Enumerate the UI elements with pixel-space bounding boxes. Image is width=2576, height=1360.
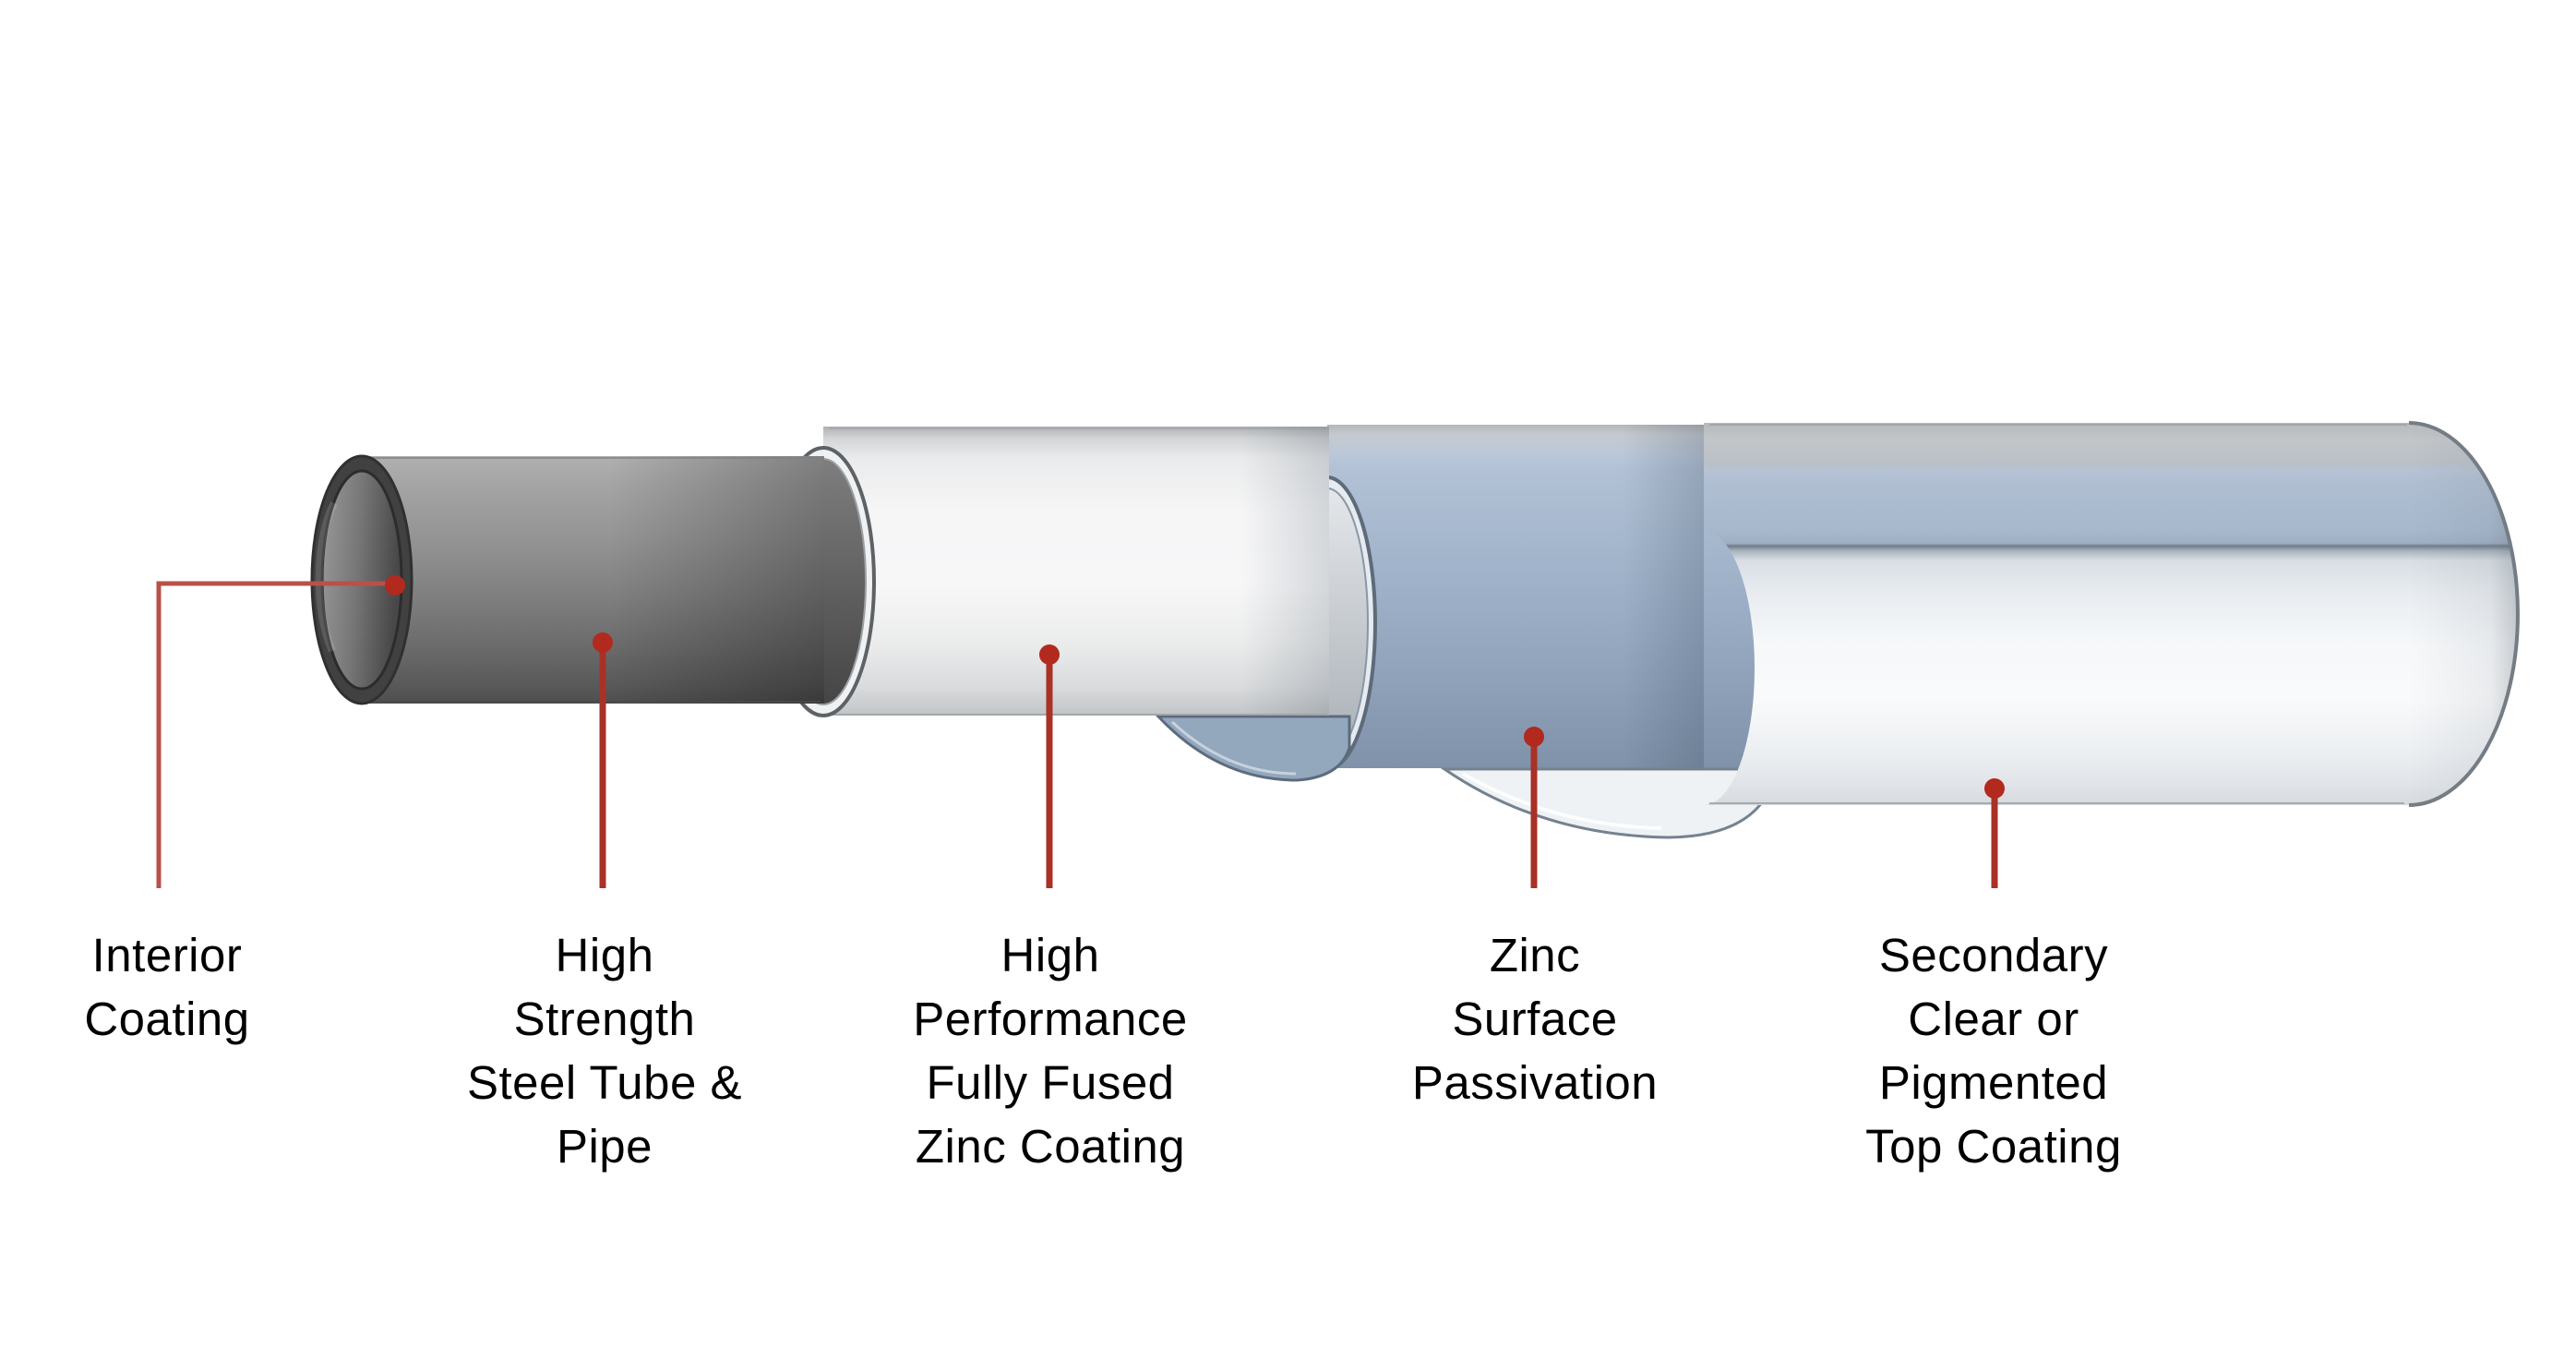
- leader-dot: [1984, 778, 2005, 799]
- passivation-inner-trough: [1155, 715, 1351, 782]
- leader-zinc-passivation: [1524, 727, 1544, 888]
- label-zinc-passivation: Zinc Surface Passivation: [1411, 929, 1659, 1109]
- label-interior-coating: Interior Coating: [84, 929, 250, 1045]
- top-coating-inner-trough-highlight: [1462, 772, 1662, 830]
- leader-interior-coating: [156, 575, 405, 888]
- label-steel-tube: High Strength Steel Tube & Pipe: [466, 929, 743, 1173]
- label-top-coating: Secondary Clear or Pigmented Top Coating: [1865, 929, 2122, 1173]
- top-coating-inner-trough: [1440, 767, 1767, 839]
- leader-dot: [1524, 727, 1544, 747]
- leader-dot: [1039, 644, 1060, 665]
- leader-zinc-coating: [1039, 644, 1060, 888]
- passivation-inner-trough-highlight: [1170, 720, 1297, 776]
- leader-line: [156, 581, 391, 888]
- leader-dot: [593, 632, 613, 653]
- top-coating-right-cap-shade: [2409, 423, 2518, 805]
- top-coating-right-cap-outline: [2408, 421, 2520, 807]
- top-coating-segment-body: [1704, 423, 2409, 805]
- interior-coating-highlight: [315, 501, 338, 653]
- label-zinc-coating: High Performance Fully Fused Zinc Coatin…: [913, 929, 1188, 1173]
- zinc-coating-cut-shadow: [1240, 427, 1329, 716]
- leader-steel-tube: [593, 632, 613, 888]
- leader-dot: [385, 575, 405, 596]
- leader-top-coating: [1984, 778, 2005, 888]
- zinc-coating-segment-body: [823, 427, 1329, 716]
- steel-tube-cut-shadow: [609, 456, 824, 704]
- passivation-cut-shadow: [1622, 425, 1704, 768]
